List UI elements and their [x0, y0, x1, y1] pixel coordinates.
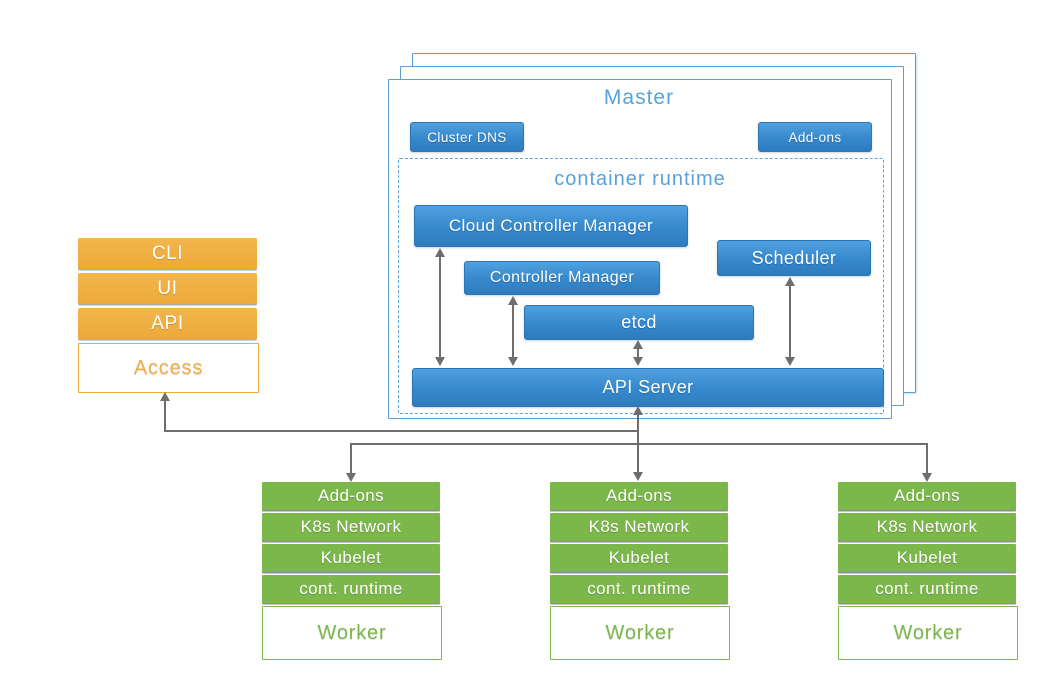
container-runtime-title: container runtime	[554, 168, 726, 190]
arrowhead-down-icon	[633, 472, 643, 481]
arrowhead-down-icon	[508, 357, 518, 366]
node-worker-kubelet: Kubelet	[550, 544, 728, 572]
arrowhead-down-icon	[346, 473, 356, 482]
node-ui: UI	[78, 273, 257, 304]
node-controller-manager: Controller Manager	[464, 261, 660, 295]
node-worker: Worker	[550, 606, 730, 660]
arrowhead-up-icon	[633, 406, 643, 415]
node-scheduler: Scheduler	[717, 240, 871, 276]
node-worker-k8s-network: K8s Network	[838, 513, 1016, 541]
node-access: Access	[78, 343, 259, 393]
arrowhead-down-icon	[785, 357, 795, 366]
node-worker-k8s-network: K8s Network	[550, 513, 728, 541]
node-etcd: etcd	[524, 305, 754, 340]
node-worker-addons: Add-ons	[550, 482, 728, 510]
arrowhead-down-icon	[922, 473, 932, 482]
node-addons-master: Add-ons	[758, 122, 872, 152]
arrowhead-up-icon	[633, 340, 643, 349]
node-worker-addons: Add-ons	[262, 482, 440, 510]
arrowhead-down-icon	[633, 357, 643, 366]
node-cli: CLI	[78, 238, 257, 269]
node-worker: Worker	[838, 606, 1018, 660]
node-cloud-controller-manager: Cloud Controller Manager	[414, 205, 688, 247]
node-worker-k8s-network: K8s Network	[262, 513, 440, 541]
arrowhead-up-icon	[508, 296, 518, 305]
arrowhead-up-icon	[160, 392, 170, 401]
node-worker-kubelet: Kubelet	[262, 544, 440, 572]
node-api-server: API Server	[412, 368, 884, 407]
node-worker: Worker	[262, 606, 442, 660]
node-cluster-dns: Cluster DNS	[410, 122, 524, 152]
node-worker-cont-runtime: cont. runtime	[550, 575, 728, 603]
node-worker-cont-runtime: cont. runtime	[262, 575, 440, 603]
node-worker-cont-runtime: cont. runtime	[838, 575, 1016, 603]
node-api: API	[78, 308, 257, 339]
arrowhead-up-icon	[435, 248, 445, 257]
node-worker-kubelet: Kubelet	[838, 544, 1016, 572]
node-worker-addons: Add-ons	[838, 482, 1016, 510]
arrowhead-down-icon	[435, 357, 445, 366]
master-title: Master	[603, 86, 675, 109]
arrowhead-up-icon	[785, 277, 795, 286]
